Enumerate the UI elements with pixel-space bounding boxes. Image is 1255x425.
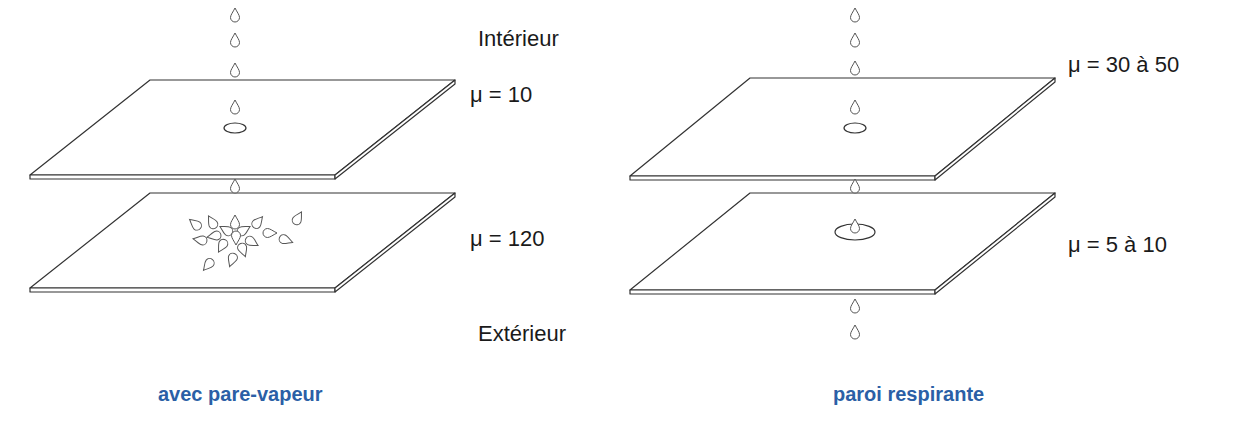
water-drop bbox=[291, 210, 306, 227]
vapour-hole bbox=[224, 123, 246, 133]
water-drop bbox=[187, 216, 204, 232]
water-drop bbox=[205, 214, 220, 231]
zone-label: Intérieur bbox=[478, 26, 559, 52]
layer-edge bbox=[630, 176, 935, 180]
condensation-cluster bbox=[187, 210, 306, 274]
water-drop bbox=[263, 229, 277, 238]
water-drop bbox=[231, 63, 240, 77]
layer-edge bbox=[630, 290, 935, 294]
layer-sheet bbox=[30, 80, 455, 175]
water-drop bbox=[236, 242, 249, 258]
water-drop bbox=[851, 299, 860, 313]
layer-edge bbox=[935, 78, 1055, 180]
water-drop bbox=[231, 33, 240, 47]
water-drop bbox=[851, 8, 860, 22]
layer-sheet bbox=[630, 193, 1055, 290]
layer-edge bbox=[30, 175, 335, 179]
mu-value: μ = 120 bbox=[470, 226, 544, 252]
water-drop bbox=[206, 230, 221, 241]
layer-edge bbox=[335, 193, 455, 292]
water-drop bbox=[851, 219, 860, 233]
mu-value: μ = 5 à 10 bbox=[1068, 232, 1167, 258]
mu-value: μ = 10 bbox=[470, 82, 532, 108]
layer-edge bbox=[935, 193, 1055, 294]
water-drop bbox=[231, 100, 240, 114]
water-drop bbox=[232, 231, 241, 245]
water-drop bbox=[231, 215, 240, 229]
layer-sheet bbox=[30, 193, 455, 288]
layer-edge bbox=[335, 80, 455, 179]
caption-label: paroi respirante bbox=[833, 382, 984, 406]
water-drop bbox=[192, 234, 207, 245]
layer-sheet bbox=[630, 78, 1055, 176]
water-drop bbox=[278, 233, 294, 246]
water-drop bbox=[250, 214, 266, 231]
water-drop bbox=[215, 238, 230, 255]
water-drop bbox=[200, 257, 216, 274]
water-drop bbox=[851, 179, 860, 193]
water-drop bbox=[851, 325, 860, 339]
mu-value: μ = 30 à 50 bbox=[1068, 52, 1179, 78]
water-drop bbox=[851, 61, 860, 75]
water-drop bbox=[225, 252, 238, 268]
caption-label: avec pare-vapeur bbox=[158, 382, 323, 406]
layer-edge bbox=[30, 288, 335, 292]
vapour-hole bbox=[844, 123, 866, 133]
water-drop bbox=[231, 8, 240, 22]
water-drop bbox=[851, 33, 860, 47]
water-drop bbox=[231, 179, 240, 193]
water-drop bbox=[851, 100, 860, 114]
zone-label: Extérieur bbox=[478, 321, 566, 347]
